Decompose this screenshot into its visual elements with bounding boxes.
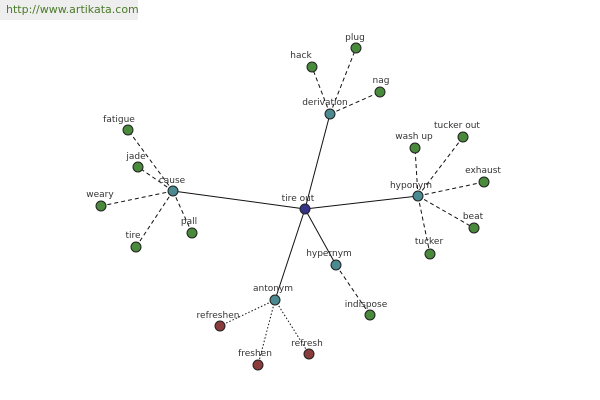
node-derivation[interactable]	[324, 108, 336, 120]
label-plug: plug	[345, 33, 365, 43]
label-fatigue: fatigue	[103, 115, 135, 125]
edge-hypernym-indispose	[335, 264, 371, 316]
label-hypernym: hypernym	[306, 249, 352, 259]
node-freshen[interactable]	[252, 359, 264, 371]
label-derivation: derivation	[302, 98, 348, 108]
edge-antonym-refresh	[274, 299, 310, 355]
node-tire-out[interactable]	[299, 203, 311, 215]
edge-cause-pall	[172, 190, 193, 234]
label-indispose: indispose	[345, 300, 388, 310]
label-hack: hack	[290, 51, 312, 61]
node-refreshen[interactable]	[214, 320, 226, 332]
label-jade: jade	[125, 152, 146, 162]
label-tire-out: tire out	[282, 194, 315, 204]
node-antonym[interactable]	[269, 294, 281, 306]
edge-derivation-hack	[311, 66, 331, 115]
label-refreshen: refreshen	[197, 311, 240, 321]
edge-cause-fatigue	[127, 129, 174, 192]
edge-hyponym-exhaust	[417, 181, 485, 197]
edge-tire-out-antonym	[274, 208, 306, 301]
node-tire[interactable]	[130, 241, 142, 253]
edge-derivation-nag	[329, 91, 381, 115]
edge-hyponym-wash-up	[414, 147, 419, 197]
label-antonym: antonym	[253, 284, 293, 294]
label-tucker-out: tucker out	[434, 121, 480, 131]
label-nag: nag	[373, 76, 390, 86]
node-tucker-out[interactable]	[457, 131, 469, 143]
node-hypernym[interactable]	[330, 259, 342, 271]
label-cause: cause	[159, 176, 186, 186]
edge-hyponym-tucker	[417, 195, 431, 255]
edge-tire-out-derivation	[304, 113, 331, 210]
node-plug[interactable]	[350, 42, 362, 54]
edge-antonym-freshen	[257, 299, 276, 366]
label-weary: weary	[86, 190, 114, 200]
edge-cause-weary	[100, 190, 174, 207]
node-nag[interactable]	[374, 86, 386, 98]
edge-cause-tire	[135, 190, 174, 248]
node-fatigue[interactable]	[122, 124, 134, 136]
edge-hyponym-beat	[417, 195, 475, 229]
label-freshen: freshen	[238, 349, 272, 359]
edge-tire-out-cause	[172, 190, 306, 210]
label-wash-up: wash up	[395, 132, 433, 142]
label-exhaust: exhaust	[465, 166, 501, 176]
label-pall: pall	[181, 217, 197, 227]
watermark-url: http://www.artikata.com	[0, 0, 139, 20]
label-tucker: tucker	[415, 237, 444, 247]
node-refresh[interactable]	[303, 348, 315, 360]
node-exhaust[interactable]	[478, 176, 490, 188]
label-hyponym: hyponym	[390, 181, 432, 191]
label-beat: beat	[463, 212, 484, 222]
node-hyponym[interactable]	[412, 190, 424, 202]
edge-derivation-plug	[329, 47, 357, 115]
edge-tire-out-hyponym	[304, 195, 419, 210]
node-pall[interactable]	[186, 227, 198, 239]
node-wash-up[interactable]	[409, 142, 421, 154]
node-hack[interactable]	[306, 61, 318, 73]
label-tire: tire	[125, 231, 141, 241]
edge-tire-out-hypernym	[304, 208, 337, 266]
node-weary[interactable]	[95, 200, 107, 212]
label-refresh: refresh	[291, 339, 323, 349]
edge-cause-jade	[137, 166, 174, 192]
node-cause[interactable]	[167, 185, 179, 197]
node-tucker[interactable]	[424, 248, 436, 260]
nodes: hack plug nag fatigue jade weary tire pall wash …	[86, 33, 501, 371]
node-jade[interactable]	[132, 161, 144, 173]
node-beat[interactable]	[468, 222, 480, 234]
edges	[100, 47, 485, 366]
edge-hyponym-tucker-out	[417, 136, 464, 197]
node-indispose[interactable]	[364, 309, 376, 321]
